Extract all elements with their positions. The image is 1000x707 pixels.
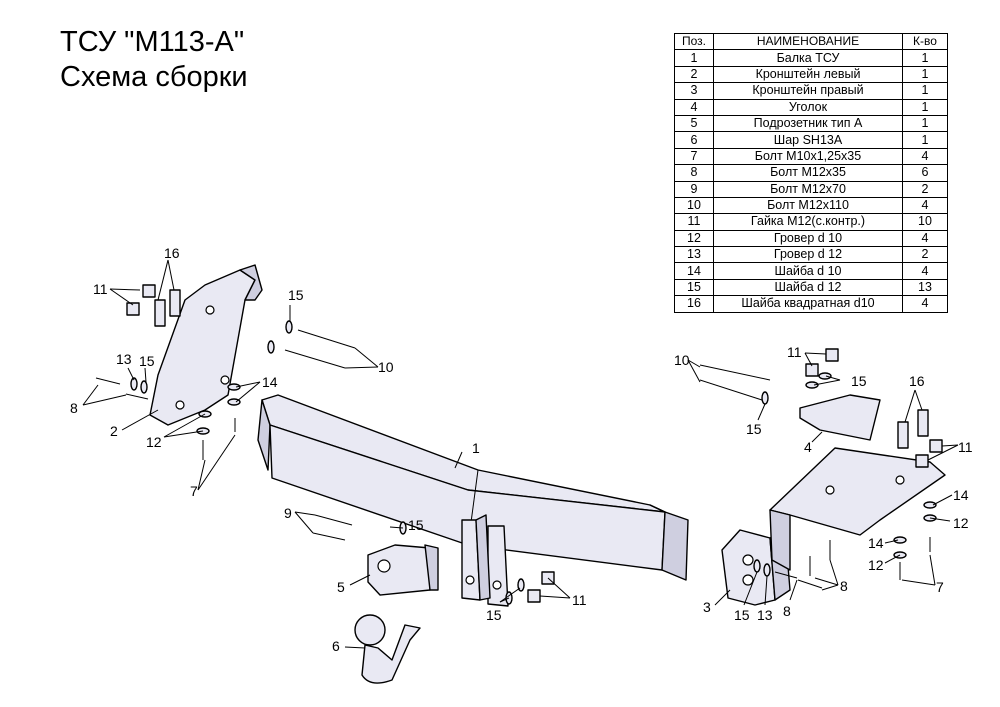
parts-table-header: Поз. НАИМЕНОВАНИЕ К-во: [674, 32, 948, 51]
callout-11-right: 11: [958, 439, 973, 455]
callout-8-right: 8: [840, 578, 848, 594]
callout-12-right: 12: [953, 515, 969, 531]
callout-13-right: 13: [757, 607, 773, 623]
row-name: Шайба d 10: [713, 262, 903, 280]
callout-6: 6: [332, 638, 340, 654]
callout-10-left: 10: [378, 359, 394, 375]
callout-14-lower: 14: [868, 535, 884, 551]
callout-3: 3: [703, 599, 711, 615]
row-quantity: 4: [902, 295, 948, 313]
callout-5: 5: [337, 579, 345, 595]
row-position: 16: [674, 295, 714, 313]
callout-8-left: 8: [70, 400, 78, 416]
row-name: Шайба квадратная d10: [713, 295, 903, 313]
leader-lines: [82, 259, 959, 649]
row-name: Шар SH13A: [713, 131, 903, 149]
callout-14-right: 14: [953, 487, 969, 503]
drawing-title: ТСУ "М113-А": [60, 26, 245, 58]
row-name: Болт М12х70: [713, 180, 903, 198]
callout-15-top: 15: [288, 287, 304, 303]
callout-16-right: 16: [909, 373, 925, 389]
drawing-subtitle: Схема сборки: [60, 61, 248, 93]
callout-10-right: 10: [674, 352, 690, 368]
beam-part: [257, 394, 689, 581]
callout-9: 9: [284, 505, 292, 521]
callout-13-left: 13: [116, 351, 132, 367]
callout-11-top-right: 11: [787, 344, 802, 360]
row-quantity: 1: [902, 114, 948, 133]
tow-ball-part: [354, 614, 421, 684]
callout-16-left: 16: [164, 245, 180, 261]
callout-15-left: 15: [139, 353, 155, 369]
left-bracket-part: [149, 264, 263, 426]
row-position: 11: [674, 213, 714, 231]
callout-15-center: 15: [408, 517, 424, 533]
row-name: Кронштейн левый: [713, 65, 903, 84]
callout-8-lower: 8: [783, 603, 791, 619]
callout-15-right-lower: 15: [746, 421, 762, 437]
fasteners: [126, 284, 943, 605]
callout-15-right: 15: [851, 373, 867, 389]
row-position: 14: [674, 262, 714, 280]
socket-mount-part: [367, 544, 439, 596]
callout-2: 2: [110, 423, 118, 439]
callout-4: 4: [804, 439, 812, 455]
callout-14-left: 14: [262, 374, 278, 390]
row-name: Болт М12х110: [713, 196, 903, 215]
callout-12-lower: 12: [868, 557, 884, 573]
callout-7-left: 7: [190, 483, 198, 499]
center-brackets: [461, 514, 509, 607]
callout-11-top-left: 11: [93, 281, 108, 297]
callout-12-left: 12: [146, 434, 162, 450]
callout-7-right: 7: [936, 579, 944, 595]
row-name: Подрозетник тип А: [713, 114, 903, 133]
callout-15-bottom: 15: [486, 607, 502, 623]
bolts: [95, 329, 931, 589]
header-position: Поз.: [674, 32, 714, 51]
callout-1: 1: [472, 440, 480, 456]
callout-15-bottom-right: 15: [734, 607, 750, 623]
callout-11-center: 11: [572, 592, 587, 608]
angle-plate-part: [769, 394, 946, 571]
callout-labels: 1 2 3 4 5 6 7 7 8 8 8 9 10 10 11 11 11 1…: [70, 245, 973, 654]
